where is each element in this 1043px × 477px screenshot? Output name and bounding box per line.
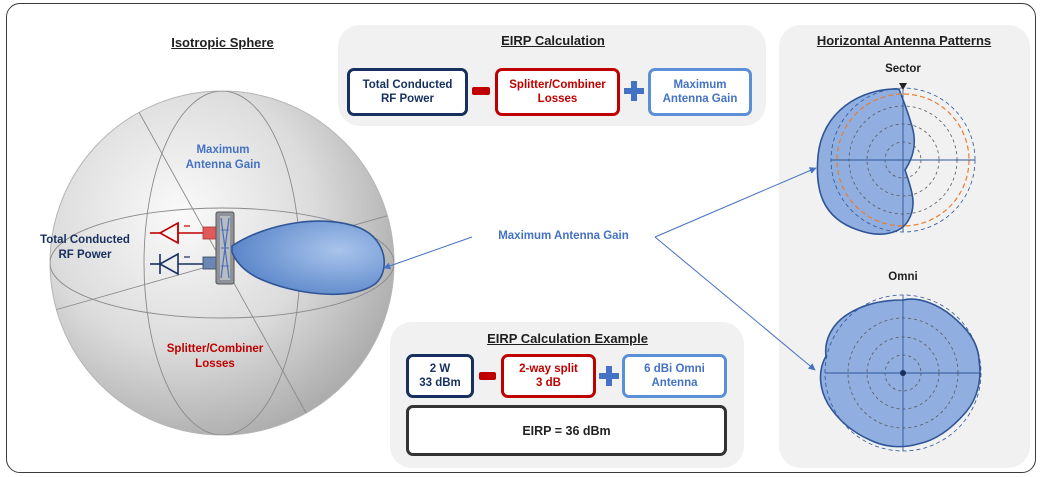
- eirp-term-conducted-power: Total Conducted RF Power: [347, 68, 468, 116]
- sphere-conducted-power-label: Total Conducted RF Power: [40, 234, 130, 261]
- minus-operator: [472, 87, 490, 95]
- isotropic-sphere-heading: Isotropic Sphere: [171, 35, 274, 50]
- diagram-frame: [6, 3, 1036, 473]
- sphere-losses-label: Splitter/Combiner Losses: [166, 343, 264, 370]
- omni-label: Omni: [888, 271, 918, 283]
- eirp-term-antenna-gain: Maximum Antenna Gain: [648, 68, 752, 116]
- antenna-device: [150, 211, 235, 285]
- example-term-power: 2 W 33 dBm: [406, 354, 474, 398]
- example-term-losses: 2-way split 3 dB: [501, 354, 596, 398]
- arrow-to-lobe: [383, 236, 473, 270]
- sphere-max-gain-label: Maximum Antenna Gain: [185, 144, 261, 171]
- antenna-patterns-heading: Horizontal Antenna Patterns: [816, 33, 992, 48]
- example-term-antenna: 6 dBi Omni Antenna: [622, 354, 727, 398]
- eirp-example-heading: EIRP Calculation Example: [487, 331, 648, 346]
- omni-pattern-plot: [819, 294, 982, 452]
- sector-pattern-plot: [816, 83, 976, 235]
- radiation-lobe: [231, 220, 386, 296]
- example-plus-operator: [599, 366, 619, 386]
- plus-operator: [624, 81, 644, 101]
- sector-label: Sector: [885, 63, 921, 75]
- sector-pattern-shape: [816, 88, 916, 235]
- center-max-gain-label: Maximum Antenna Gain: [498, 230, 629, 242]
- example-eirp-result: EIRP = 36 dBm: [406, 405, 727, 456]
- arrow-to-sector: [654, 167, 817, 238]
- eirp-calculation-heading: EIRP Calculation: [501, 33, 605, 48]
- arrow-to-omni: [654, 236, 816, 371]
- example-minus-operator: [479, 372, 496, 380]
- eirp-term-losses: Splitter/Combiner Losses: [495, 68, 620, 116]
